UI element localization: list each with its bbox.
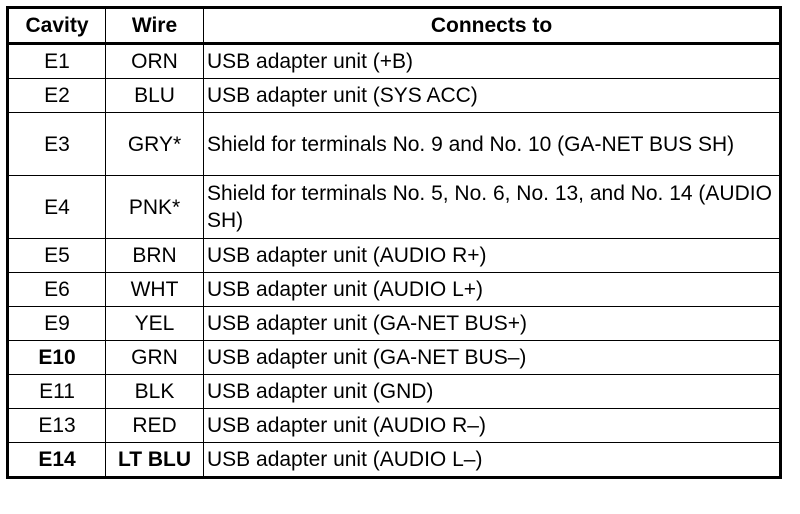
cavity-cell: E13 [7, 408, 106, 443]
header-cavity: Cavity [7, 7, 106, 45]
cavity-cell: E5 [7, 238, 106, 273]
table-row: E1 ORN USB adapter unit (+B) [7, 43, 781, 79]
wire-cell: ORN [105, 43, 204, 79]
connects-to-cell: USB adapter unit (+B) [203, 43, 781, 79]
connects-to-cell: USB adapter unit (GA-NET BUS–) [203, 340, 781, 375]
table-row: E11 BLK USB adapter unit (GND) [7, 374, 781, 409]
connects-to-cell: USB adapter unit (AUDIO L–) [203, 442, 781, 478]
cavity-cell: E3 [7, 112, 106, 176]
table-row: E10 GRN USB adapter unit (GA-NET BUS–) [7, 340, 781, 375]
table-row: E2 BLU USB adapter unit (SYS ACC) [7, 78, 781, 113]
table-row: E4 PNK* Shield for terminals No. 5, No. … [7, 175, 781, 239]
wire-cell: LT BLU [105, 442, 204, 478]
wire-cell: BLK [105, 374, 204, 409]
table-row: E5 BRN USB adapter unit (AUDIO R+) [7, 238, 781, 273]
wire-cell: BLU [105, 78, 204, 113]
wire-cell: GRN [105, 340, 204, 375]
connects-to-cell: Shield for terminals No. 9 and No. 10 (G… [203, 112, 781, 176]
cavity-cell: E2 [7, 78, 106, 113]
wire-cell: WHT [105, 272, 204, 307]
connects-to-cell: USB adapter unit (AUDIO R+) [203, 238, 781, 273]
connects-to-cell: Shield for terminals No. 5, No. 6, No. 1… [203, 175, 781, 239]
wire-cell: RED [105, 408, 204, 443]
table-row: E9 YEL USB adapter unit (GA-NET BUS+) [7, 306, 781, 341]
connects-to-cell: USB adapter unit (AUDIO R–) [203, 408, 781, 443]
cavity-cell: E14 [7, 442, 106, 478]
cavity-cell: E4 [7, 175, 106, 239]
cavity-cell: E11 [7, 374, 106, 409]
connects-to-cell: USB adapter unit (GA-NET BUS+) [203, 306, 781, 341]
table-row: E3 GRY* Shield for terminals No. 9 and N… [7, 112, 781, 176]
connects-to-cell: USB adapter unit (AUDIO L+) [203, 272, 781, 307]
wire-cell: PNK* [105, 175, 204, 239]
wire-cell: BRN [105, 238, 204, 273]
cavity-cell: E1 [7, 43, 106, 79]
header-wire: Wire [105, 7, 204, 45]
cavity-cell: E6 [7, 272, 106, 307]
table-row: E13 RED USB adapter unit (AUDIO R–) [7, 408, 781, 443]
connects-to-cell: USB adapter unit (SYS ACC) [203, 78, 781, 113]
wire-cell: YEL [105, 306, 204, 341]
cavity-cell: E9 [7, 306, 106, 341]
table-row: E14 LT BLU USB adapter unit (AUDIO L–) [7, 442, 781, 478]
wire-cell: GRY* [105, 112, 204, 176]
table-row: E6 WHT USB adapter unit (AUDIO L+) [7, 272, 781, 307]
cavity-cell: E10 [7, 340, 106, 375]
header-row: Cavity Wire Connects to [7, 7, 781, 45]
connects-to-cell: USB adapter unit (GND) [203, 374, 781, 409]
header-connects-to: Connects to [203, 7, 781, 45]
wiring-table: Cavity Wire Connects to E1 ORN USB adapt… [6, 6, 782, 479]
